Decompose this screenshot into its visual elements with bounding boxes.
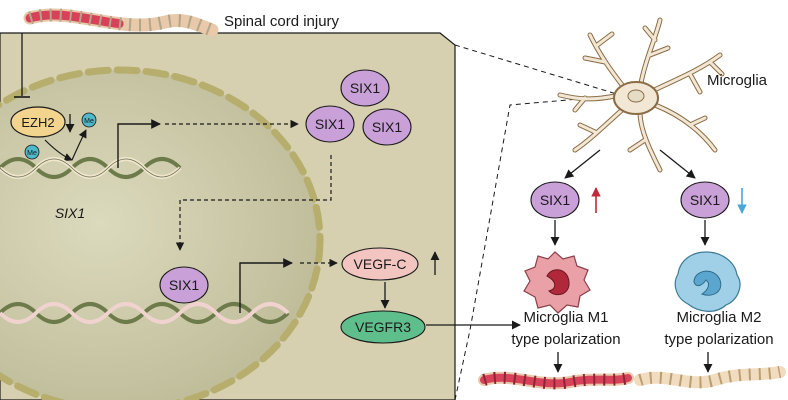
svg-text:SIX1: SIX1 xyxy=(169,277,200,293)
svg-text:VEGF-C: VEGF-C xyxy=(354,256,407,272)
nuclear-envelope xyxy=(0,66,324,400)
svg-text:EZH2: EZH2 xyxy=(21,115,54,130)
zoom-line-top xyxy=(454,44,621,96)
six1-protein-a: SIX1 xyxy=(340,69,390,107)
gene-label: SIX1 xyxy=(55,205,85,221)
svg-text:Me: Me xyxy=(27,150,37,157)
svg-text:SIX1: SIX1 xyxy=(350,80,381,96)
six1-protein-nuclear: SIX1 xyxy=(159,266,209,304)
injury-label: Spinal cord injury xyxy=(224,13,340,30)
six1-protein-b: SIX1 xyxy=(305,105,355,143)
m2-label-line2: type polarization xyxy=(664,331,773,348)
m1-cell-icon xyxy=(523,251,591,314)
methyl-group-2: Me xyxy=(24,144,40,160)
svg-text:SIX1: SIX1 xyxy=(690,192,721,208)
m2-cell-icon xyxy=(674,251,741,312)
svg-text:VEGFR3: VEGFR3 xyxy=(355,319,411,335)
six1-protein-c: SIX1 xyxy=(362,108,412,146)
ezh2-protein: EZH2 xyxy=(10,106,66,138)
vegfc-protein: VEGF-C xyxy=(341,247,419,281)
spinal-cord-injured-icon xyxy=(23,8,219,37)
dna-helix-icon-2 xyxy=(0,302,290,324)
svg-text:Me: Me xyxy=(84,118,94,125)
methylation-arrow-2 xyxy=(71,129,87,161)
svg-text:SIX1: SIX1 xyxy=(540,192,571,208)
svg-text:SIX1: SIX1 xyxy=(372,119,403,135)
m1-label-line2: type polarization xyxy=(511,331,620,348)
methyl-group-1: Me xyxy=(81,112,97,128)
spinal-cord-healthy-icon xyxy=(634,366,786,389)
transcription-arrow-2 xyxy=(239,258,293,313)
dna-helix-icon xyxy=(0,157,182,179)
nuclear-import-arrow xyxy=(175,155,332,251)
spinal-cord-injured-bottom-icon xyxy=(478,371,634,390)
branch-arrow-left xyxy=(564,149,601,179)
zoom-line-bottom xyxy=(454,94,626,400)
m2-label-line1: Microglia M2 xyxy=(676,309,761,326)
microglia-label: Microglia xyxy=(707,72,768,89)
svg-text:SIX1: SIX1 xyxy=(315,116,346,132)
microglia-cell-icon xyxy=(557,17,725,173)
methylation-arrow xyxy=(44,139,73,161)
transcription-arrow-1 xyxy=(117,119,161,168)
vegfr3-receptor: VEGFR3 xyxy=(340,310,426,344)
six1-protein-cluster: SIX1 SIX1 SIX1 xyxy=(305,69,412,146)
six1-downregulated: SIX1 xyxy=(680,181,730,219)
branch-arrow-right xyxy=(659,149,696,179)
six1-upregulated: SIX1 xyxy=(530,181,580,219)
m1-label-line1: Microglia M1 xyxy=(523,309,608,326)
